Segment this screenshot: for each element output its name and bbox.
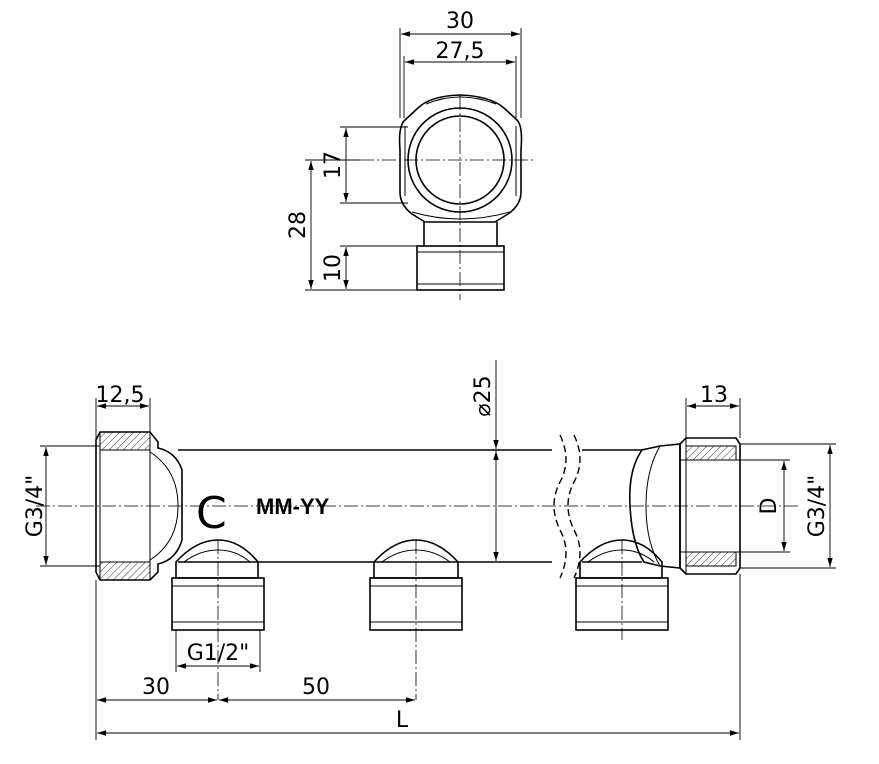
break-symbol bbox=[553, 434, 567, 579]
dim-top-height-17: 17 bbox=[321, 151, 346, 179]
dim-diameter-25: ⌀25 bbox=[471, 375, 496, 416]
front-view: C MM-YY 12,5 13 ⌀25 G3/4" D G3/4" bbox=[23, 360, 836, 740]
left-female-socket bbox=[95, 431, 183, 581]
end-view-threaded-nipple bbox=[416, 245, 505, 291]
end-view: 30 27,5 17 28 10 bbox=[286, 9, 535, 300]
dim-top-width-30: 30 bbox=[446, 9, 474, 34]
dim-spacing-30: 30 bbox=[142, 675, 170, 700]
date-code-marking: MM-YY bbox=[256, 494, 330, 519]
dim-outlet-thread-g1-2: G1/2" bbox=[187, 641, 250, 666]
dim-overall-length-l: L bbox=[396, 708, 409, 733]
dim-top-width-27-5: 27,5 bbox=[436, 39, 485, 64]
dim-top-height-28: 28 bbox=[286, 211, 311, 239]
end-view-hex-body bbox=[398, 94, 523, 223]
dim-left-socket-12-5: 12,5 bbox=[96, 383, 145, 408]
dim-right-thread-g3-4: G3/4" bbox=[805, 475, 830, 538]
right-male-nipple bbox=[628, 437, 741, 575]
dim-spacing-50: 50 bbox=[302, 675, 330, 700]
dim-right-bore-d: D bbox=[757, 498, 782, 515]
dim-right-socket-13: 13 bbox=[700, 383, 728, 408]
dim-top-height-10: 10 bbox=[321, 254, 346, 282]
manufacturer-logo: C bbox=[196, 488, 227, 539]
dim-left-thread-g3-4: G3/4" bbox=[23, 475, 48, 538]
